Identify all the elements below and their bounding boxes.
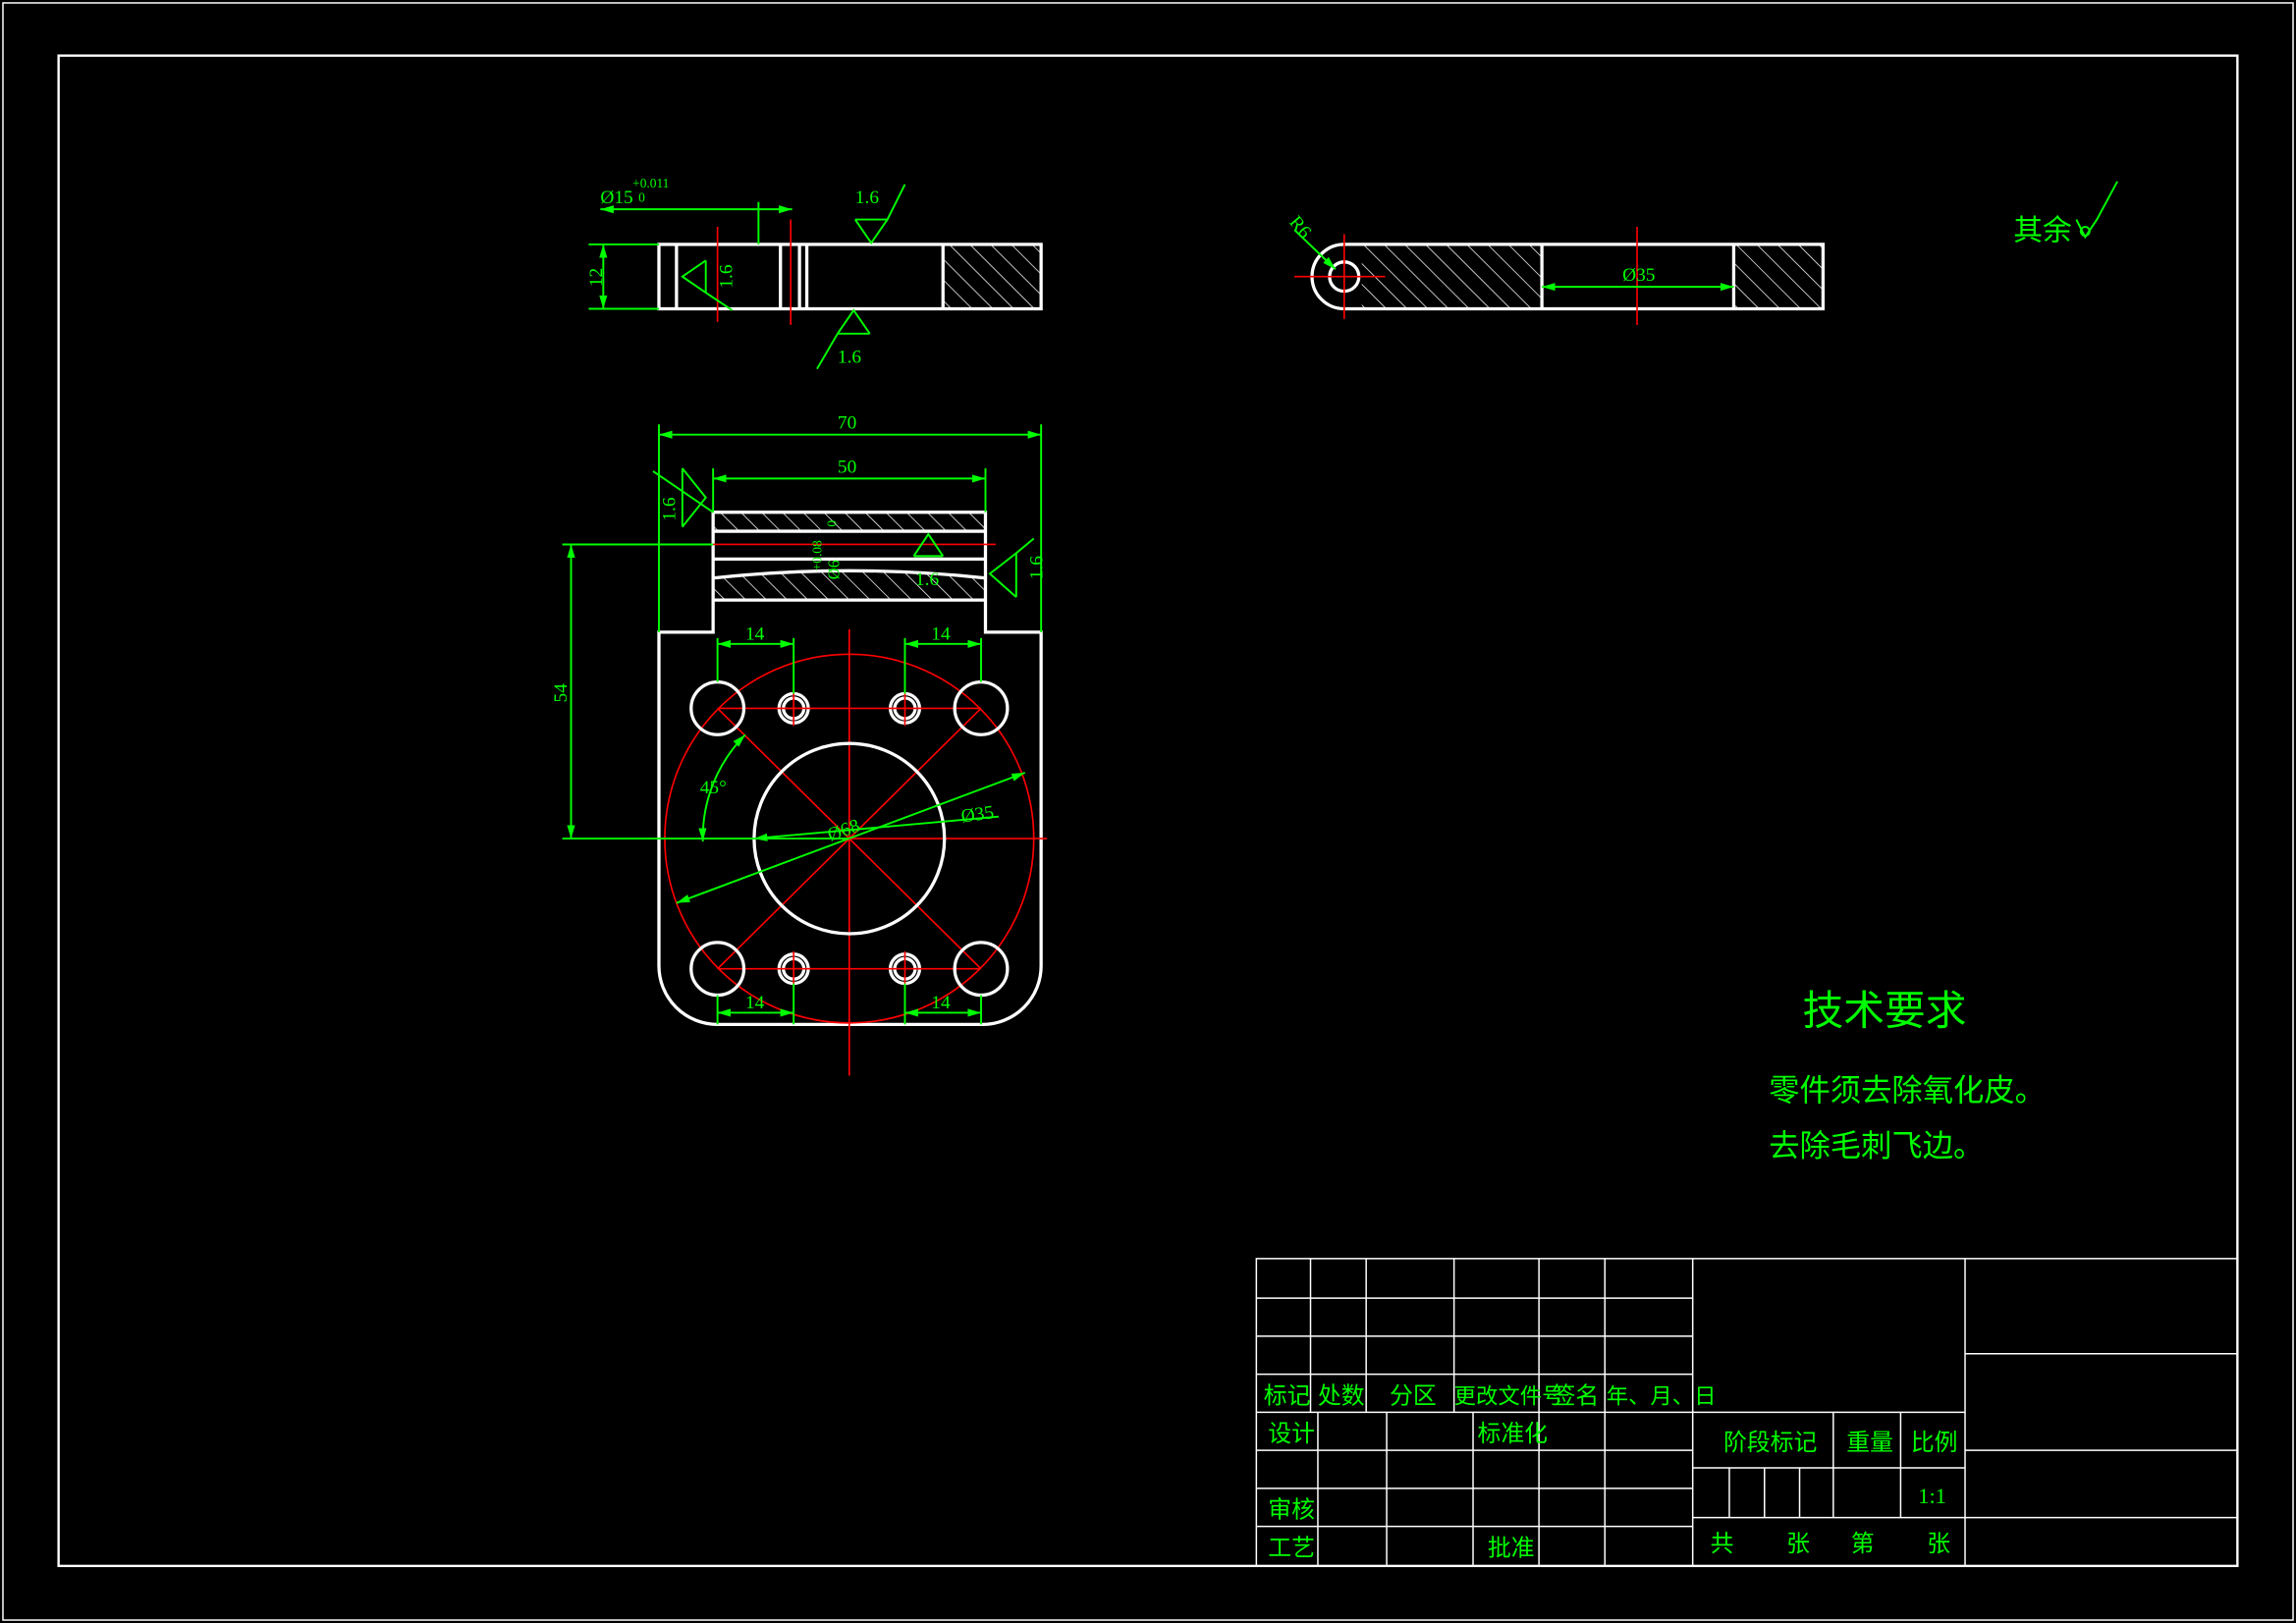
- slot-label: Ø6: [824, 560, 843, 579]
- tb-zone: 分区: [1390, 1382, 1437, 1409]
- spacing-top-right: 14: [931, 623, 951, 644]
- front-roughness-right: 1.6: [1027, 556, 1048, 580]
- tb-mark: 标记: [1264, 1382, 1311, 1409]
- spacing-top-left: 14: [745, 623, 765, 644]
- top-bore-tol-upper: +0.011: [632, 176, 669, 190]
- tb-change-doc: 更改文件号: [1454, 1383, 1564, 1408]
- tb-total: 共: [1711, 1531, 1734, 1557]
- tb-sheets: 张: [1786, 1531, 1810, 1557]
- tb-approve: 批准: [1488, 1535, 1535, 1561]
- drawing-frame: [57, 54, 2239, 1568]
- tech-req-line-1: 零件须去除氧化皮。: [1769, 1073, 2046, 1108]
- front-roughness-slot: 1.6: [915, 569, 940, 590]
- tb-scale-value: 1:1: [1918, 1484, 1946, 1508]
- title-block-text: 标记 处数 分区 更改文件号 签名 年、月、日 设计 标准化 审核 工艺 批准 …: [1264, 1382, 1958, 1561]
- side-bore-label: Ø35: [1622, 265, 1655, 286]
- roughness-rest-label: 其余: [2013, 214, 2072, 246]
- width-upper-label: 50: [838, 457, 856, 477]
- center-bore-label: Ø35: [959, 802, 995, 827]
- angle-label: 45°: [700, 778, 727, 798]
- tech-requirements: 技术要求 零件须去除氧化皮。 去除毛刺飞边。: [1769, 989, 2046, 1163]
- spacing-bottom-left: 14: [745, 993, 765, 1013]
- front-view: 70 50 54 14 14 14 14 45° Ø68: [551, 413, 1048, 1076]
- top-thickness-label: 12: [586, 268, 607, 287]
- title-block: [1255, 1258, 2239, 1567]
- tb-weight: 重量: [1846, 1430, 1893, 1456]
- top-roughness-inner: 1.6: [717, 264, 738, 289]
- side-view: Ø35 R6: [1285, 212, 1826, 325]
- tb-date: 年、月、日: [1607, 1383, 1717, 1408]
- side-radius-label: R6: [1285, 212, 1315, 243]
- height-label: 54: [551, 683, 572, 703]
- tb-sheet-no: 第: [1851, 1531, 1875, 1557]
- tb-signature: 签名: [1553, 1382, 1600, 1409]
- spacing-bottom-right: 14: [931, 993, 951, 1013]
- tb-process: 工艺: [1268, 1535, 1315, 1561]
- tb-standardization: 标准化: [1477, 1421, 1548, 1447]
- tb-review: 审核: [1268, 1497, 1315, 1524]
- top-bore-tol-lower: 0: [638, 190, 645, 205]
- top-view: Ø15 +0.011 0 12 1.6 1.6 1.6: [586, 176, 1043, 370]
- tb-count: 处数: [1318, 1382, 1365, 1409]
- tb-sheets-2: 张: [1927, 1531, 1950, 1557]
- top-bore-label: Ø15: [600, 188, 632, 208]
- slot-tol-upper: +0.08: [809, 540, 824, 570]
- tb-design: 设计: [1268, 1421, 1315, 1447]
- width-overall-label: 70: [838, 413, 856, 434]
- tech-req-line-2: 去除毛刺飞边。: [1769, 1129, 1984, 1163]
- top-roughness-top: 1.6: [855, 188, 880, 208]
- tb-stage-mark: 阶段标记: [1723, 1430, 1817, 1456]
- tech-req-title: 技术要求: [1803, 989, 1967, 1034]
- tb-scale: 比例: [1911, 1430, 1958, 1456]
- front-roughness-left: 1.6: [659, 497, 680, 521]
- roughness-rest: 其余: [2013, 181, 2118, 246]
- slot-tol-lower: 0: [824, 520, 839, 527]
- top-roughness-bottom: 1.6: [838, 348, 862, 368]
